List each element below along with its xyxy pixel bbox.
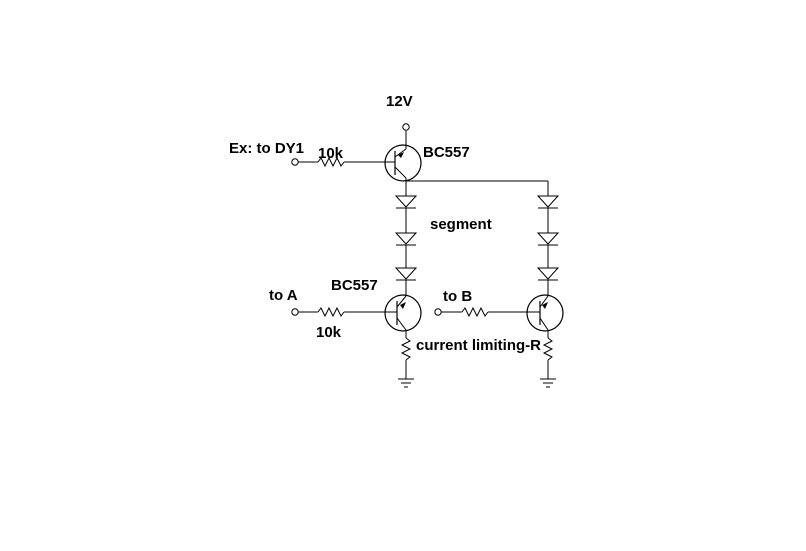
input-a: to A 10k <box>269 287 388 341</box>
input-top: Ex: to DY1 10k <box>229 140 386 168</box>
resistor-a-label: 10k <box>316 324 342 341</box>
input-top-terminal <box>291 158 299 166</box>
diode-icon <box>394 195 418 208</box>
supply-label: 12V <box>386 93 413 110</box>
input-a-terminal <box>291 308 299 316</box>
resistor-top <box>317 156 345 168</box>
transistor-right <box>526 294 564 332</box>
diode-icon <box>536 232 560 245</box>
transistor-top: BC557 <box>384 144 470 182</box>
supply-terminal <box>402 123 410 131</box>
resistor-current-right <box>542 337 554 361</box>
transistor-mid-label: BC557 <box>331 277 378 294</box>
transistor-top-label: BC557 <box>423 144 470 161</box>
segment-label: segment <box>430 216 492 233</box>
input-b-label: to B <box>443 288 472 305</box>
input-b-terminal <box>434 308 442 316</box>
ground-left <box>398 330 414 388</box>
resistor-current-left <box>400 337 412 361</box>
diode-string-right <box>536 195 560 296</box>
resistor-b <box>461 306 489 318</box>
diode-icon <box>536 195 560 208</box>
emitter-arrow-icon <box>398 152 404 158</box>
input-b: to B <box>434 288 531 318</box>
resistor-top-label: 10k <box>318 145 344 162</box>
emitter-arrow-icon <box>542 302 548 309</box>
diode-icon <box>394 232 418 245</box>
input-top-label: Ex: to DY1 <box>229 140 304 157</box>
diode-string-left <box>394 195 418 296</box>
resistor-a <box>317 306 345 318</box>
current-limit-label: current limiting-R <box>416 337 541 354</box>
transistor-mid-left: BC557 <box>331 277 422 332</box>
diode-icon <box>536 267 560 280</box>
input-a-label: to A <box>269 287 298 304</box>
emitter-arrow-icon <box>400 302 406 309</box>
supply-12v: 12V <box>386 93 413 149</box>
ground-right <box>540 330 556 388</box>
diode-icon <box>394 267 418 280</box>
